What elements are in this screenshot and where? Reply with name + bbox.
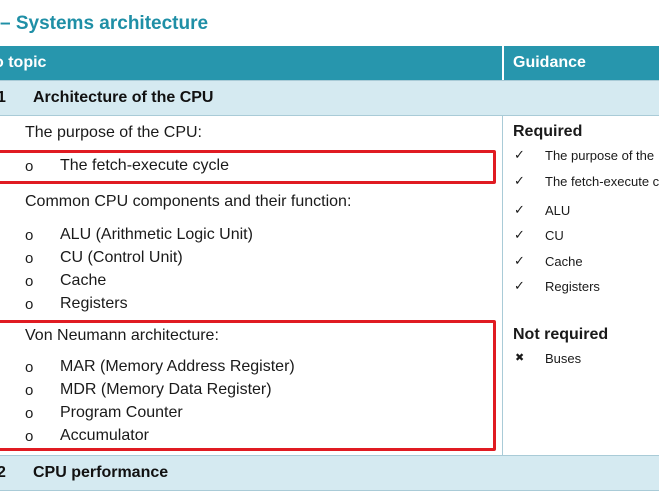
guidance-item: Cache [545,254,583,269]
guidance-item: The fetch-execute c [545,174,659,189]
header-divider [502,46,504,80]
section-title: Architecture of the CPU [33,89,214,106]
title-bar: – Systems architecture [0,0,659,47]
bullet-marker: o [25,158,34,175]
section-title: CPU performance [33,464,169,481]
bullet-marker: o [25,250,34,267]
list-item: MDR (Memory Data Register) [60,381,272,398]
topic-content: The purpose of the CPU: o The fetch-exec… [0,115,502,455]
list-item: The fetch-execute cycle [60,157,229,174]
components-heading: Common CPU components and their function… [25,193,352,210]
check-icon: ✓ [514,147,525,162]
list-item: Registers [60,295,128,312]
section-number: 1 [0,89,6,106]
list-item: CU (Control Unit) [60,249,183,266]
check-icon: ✓ [514,202,525,217]
guidance-item: ALU [545,203,571,218]
cross-icon: ✖ [515,352,525,364]
bullet-marker: o [25,405,34,422]
guidance-item: The purpose of the [545,148,655,163]
von-neumann-heading: Von Neumann architecture: [25,327,219,344]
page-title: – Systems architecture [0,13,209,34]
bullet-marker: o [25,227,34,244]
guidance-item: Registers [545,279,600,294]
guidance-item: Buses [545,351,582,366]
bullet-marker: o [25,382,34,399]
bullet-marker: o [25,428,34,445]
list-item: Accumulator [60,427,149,444]
list-item: ALU (Arithmetic Logic Unit) [60,226,253,243]
list-item: MAR (Memory Address Register) [60,358,295,375]
list-item: Cache [60,272,107,289]
bullet-marker: o [25,359,34,376]
section-number: 2 [0,464,6,481]
bullet-marker: o [25,296,34,313]
section-row-architecture: 1 Architecture of the CPU [0,80,659,116]
required-heading: Required [513,123,583,140]
highlight-box [0,320,496,451]
highlight-box [0,150,496,184]
check-icon: ✓ [514,253,525,268]
not-required-heading: Not required [513,326,609,343]
section-row-performance: 2 CPU performance [0,455,659,491]
header-guidance: Guidance [513,54,586,71]
purpose-heading: The purpose of the CPU: [25,124,202,141]
check-icon: ✓ [514,278,525,293]
check-icon: ✓ [514,173,525,188]
table-header: o topic Guidance [0,46,659,80]
guidance-item: CU [545,228,564,243]
bullet-marker: o [25,273,34,290]
column-divider [502,115,503,455]
check-icon: ✓ [514,227,525,242]
list-item: Program Counter [60,404,183,421]
header-topic: o topic [0,54,47,71]
